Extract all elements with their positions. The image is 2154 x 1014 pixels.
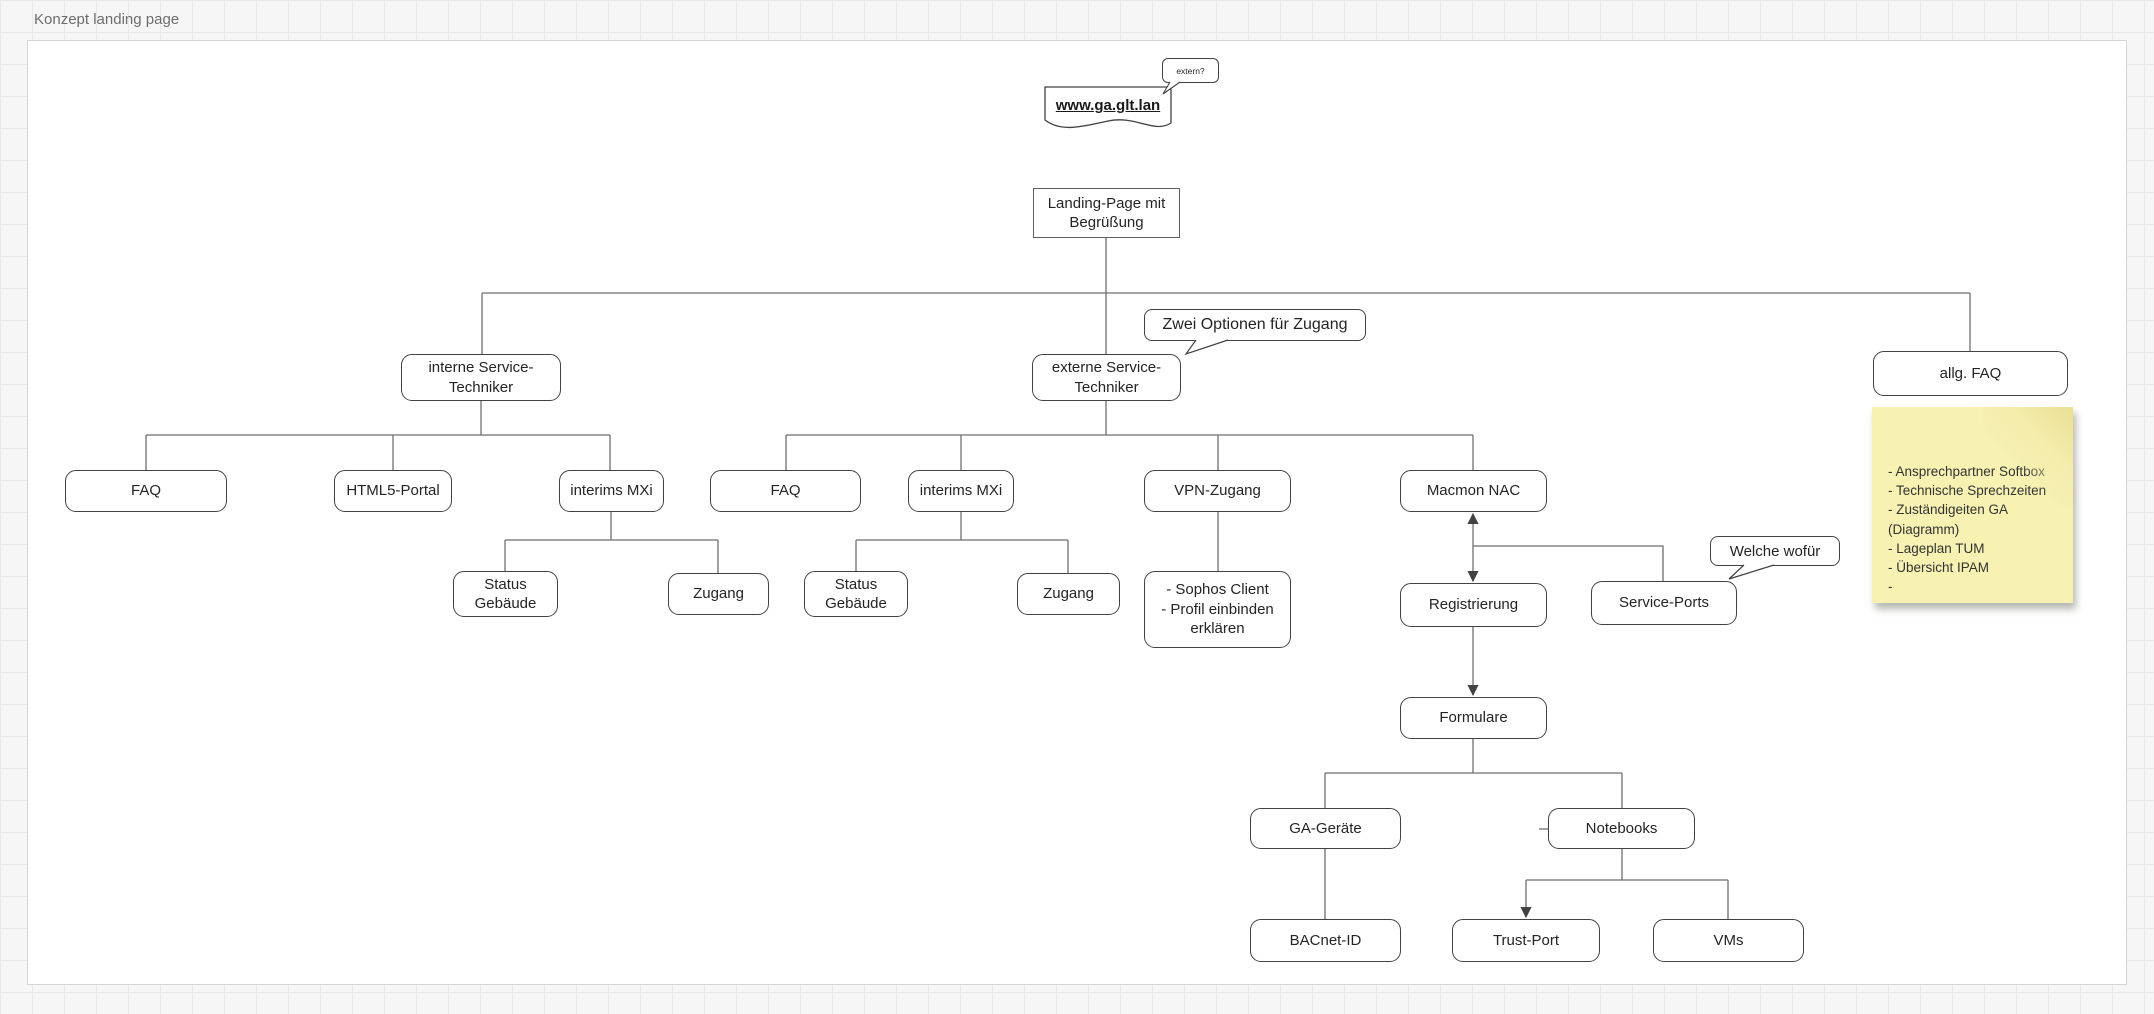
callout-zwei-optionen[interactable]: Zwei Optionen für Zugang <box>1144 309 1366 341</box>
node-faq-extern-label: FAQ <box>770 482 801 500</box>
node-trust-port[interactable]: Trust-Port <box>1452 919 1600 962</box>
callout-extern[interactable]: extern? <box>1162 58 1219 83</box>
callout-welche-wofuer-label: Welche wofür <box>1729 542 1821 560</box>
callout-zwei-optionen-label: Zwei Optionen für Zugang <box>1162 316 1348 333</box>
node-interne-label: interne Service- Techniker <box>428 359 534 396</box>
node-html5-portal-label: HTML5-Portal <box>346 482 440 500</box>
node-zugang-extern[interactable]: Zugang <box>1017 573 1120 615</box>
node-landing-page-label: Landing-Page mit Begrüßung <box>1047 194 1166 232</box>
node-bacnet-id[interactable]: BACnet-ID <box>1250 919 1401 962</box>
diagram-title: Konzept landing page <box>34 11 180 28</box>
node-vpn-zugang-label: VPN-Zugang <box>1174 482 1261 500</box>
node-zugang-intern-label: Zugang <box>693 585 744 603</box>
node-registrierung-label: Registrierung <box>1428 596 1519 614</box>
node-registrierung[interactable]: Registrierung <box>1400 583 1547 627</box>
node-zugang-extern-label: Zugang <box>1043 585 1094 603</box>
node-notebooks[interactable]: Notebooks <box>1548 808 1695 849</box>
node-status-gebaeude-intern[interactable]: Status Gebäude <box>453 571 558 617</box>
node-trust-port-label: Trust-Port <box>1492 931 1560 949</box>
diagram-page <box>27 40 2127 985</box>
node-notebooks-label: Notebooks <box>1585 819 1658 837</box>
node-interims-mxi-extern-label: interims MXi <box>919 482 1003 500</box>
node-formulare-label: Formulare <box>1439 709 1508 727</box>
node-formulare[interactable]: Formulare <box>1400 697 1547 739</box>
node-ga-geraete[interactable]: GA-Geräte <box>1250 808 1401 849</box>
node-vpn-zugang[interactable]: VPN-Zugang <box>1144 470 1291 512</box>
node-vms[interactable]: VMs <box>1653 919 1804 962</box>
node-html5-portal[interactable]: HTML5-Portal <box>334 470 452 512</box>
node-macmon-nac-label: Macmon NAC <box>1426 482 1521 500</box>
node-interims-mxi-intern-label: interims MXi <box>570 482 653 500</box>
node-allg-faq-label: allg. FAQ <box>1939 364 2002 382</box>
node-sophos-client-label: - Sophos Client - Profil einbinden erklä… <box>1161 581 1274 638</box>
sticky-note-text: - Ansprechpartner Softbox - Technische S… <box>1888 464 2047 595</box>
node-status-gebaeude-extern-label: Status Gebäude <box>825 575 887 613</box>
document-outline <box>1044 86 1172 129</box>
node-ga-geraete-label: GA-Geräte <box>1289 819 1362 837</box>
node-allg-faq[interactable]: allg. FAQ <box>1873 351 2068 396</box>
node-service-ports-label: Service-Ports <box>1618 594 1710 612</box>
node-interims-mxi-extern[interactable]: interims MXi <box>908 470 1014 512</box>
node-sophos-client[interactable]: - Sophos Client - Profil einbinden erklä… <box>1144 571 1291 648</box>
node-landing-page[interactable]: Landing-Page mit Begrüßung <box>1033 188 1180 238</box>
sticky-note-faq-topics[interactable]: - Ansprechpartner Softbox - Technische S… <box>1872 407 2073 603</box>
node-service-ports[interactable]: Service-Ports <box>1591 581 1737 625</box>
node-zugang-intern[interactable]: Zugang <box>668 573 769 615</box>
node-status-gebaeude-intern-label: Status Gebäude <box>474 575 537 613</box>
node-bacnet-id-label: BACnet-ID <box>1289 931 1362 949</box>
url-document-shape[interactable]: www.ga.glt.lan <box>1044 86 1172 138</box>
node-interne-service-techniker[interactable]: interne Service- Techniker <box>401 354 561 401</box>
node-interims-mxi-intern[interactable]: interims MXi <box>559 470 664 512</box>
node-faq-intern[interactable]: FAQ <box>65 470 227 512</box>
url-label: www.ga.glt.lan <box>1055 97 1161 114</box>
node-faq-extern[interactable]: FAQ <box>710 470 861 512</box>
node-externe-label: externe Service- Techniker <box>1051 359 1162 396</box>
node-vms-label: VMs <box>1713 931 1744 949</box>
node-status-gebaeude-extern[interactable]: Status Gebäude <box>804 571 908 617</box>
callout-extern-label: extern? <box>1176 65 1205 76</box>
node-macmon-nac[interactable]: Macmon NAC <box>1400 470 1547 512</box>
node-faq-intern-label: FAQ <box>130 482 161 500</box>
node-externe-service-techniker[interactable]: externe Service- Techniker <box>1032 354 1181 401</box>
callout-welche-wofuer[interactable]: Welche wofür <box>1710 536 1840 566</box>
